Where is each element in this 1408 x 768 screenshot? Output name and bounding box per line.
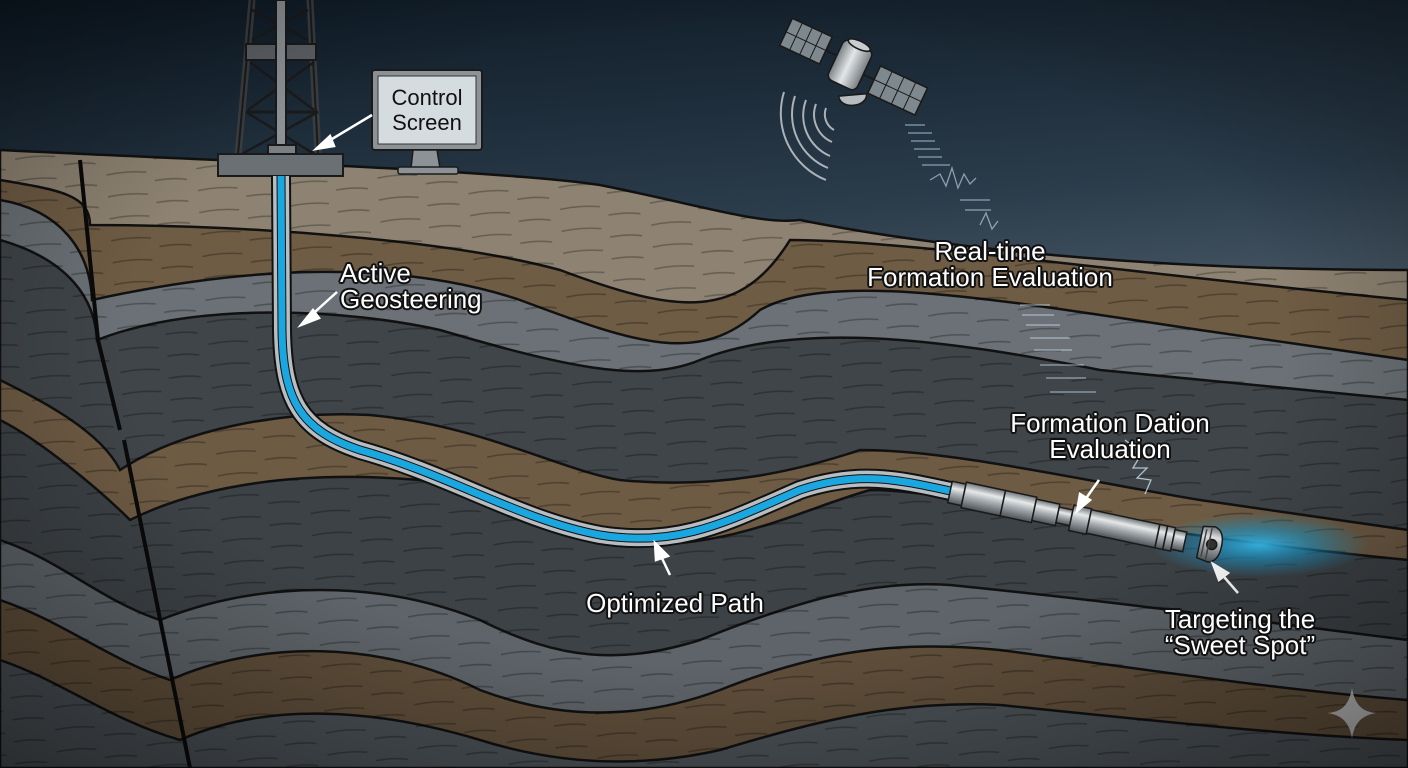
formation-dation-line-1: Formation Dation xyxy=(1010,408,1210,438)
optimized-path-line-1: Optimized Path xyxy=(586,588,764,618)
formation-dation-label: Formation Dation Evaluation xyxy=(990,410,1230,462)
formation-dation-line-2: Evaluation xyxy=(1049,434,1171,464)
realtime-formation-line-2: Formation Evaluation xyxy=(867,262,1113,292)
active-geosteering-label: Active Geosteering xyxy=(340,260,482,312)
control-screen-label: Control Screen xyxy=(380,85,474,135)
control-screen-line-2: Screen xyxy=(392,110,462,135)
realtime-formation-line-1: Real-time xyxy=(934,236,1046,266)
control-screen-line-1: Control xyxy=(391,85,463,110)
active-geosteering-line-1: Active xyxy=(340,258,411,288)
sweet-spot-label: Targeting the “Sweet Spot” xyxy=(1145,606,1335,658)
sweet-spot-line-1: Targeting the xyxy=(1164,604,1316,634)
realtime-formation-label: Real-time Formation Evaluation xyxy=(840,238,1140,290)
sweet-spot-line-2: “Sweet Spot” xyxy=(1164,630,1316,660)
optimized-path-label: Optimized Path xyxy=(570,590,780,616)
active-geosteering-line-2: Geosteering xyxy=(340,284,482,314)
